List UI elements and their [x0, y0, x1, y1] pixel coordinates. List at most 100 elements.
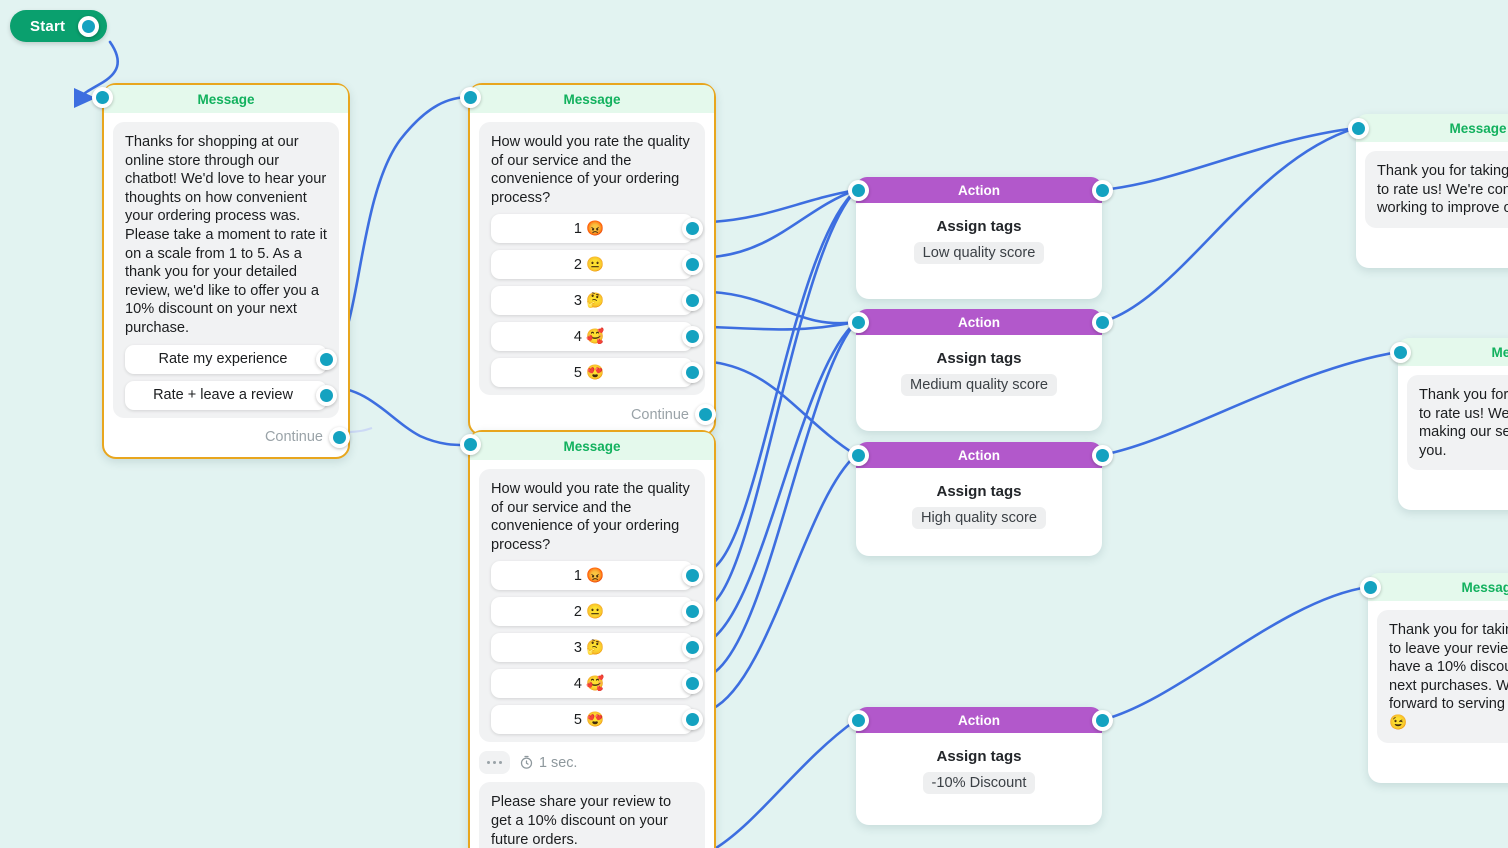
option-rate-leave-review[interactable]: Rate + leave a review: [125, 380, 337, 410]
continue-label: Continue: [630, 406, 689, 423]
reply-message-node-1-bubble: Thank you for taking the time to rate us…: [1365, 151, 1508, 228]
option-label: 4 🥰: [573, 328, 605, 345]
option-output-port[interactable]: [682, 709, 703, 731]
action-node-medium-quality[interactable]: Action Assign tags Medium quality score: [856, 309, 1102, 431]
option-output-port[interactable]: [682, 362, 703, 384]
start-label: Start: [30, 17, 66, 35]
action-node-high-quality[interactable]: Action Assign tags High quality score: [856, 442, 1102, 556]
option-output-port[interactable]: [682, 601, 703, 623]
message-node-2[interactable]: Message How would you rate the quality o…: [468, 83, 716, 437]
tag-chip: Low quality score: [913, 242, 1045, 264]
option-output-port[interactable]: [316, 384, 337, 406]
action-node-low-quality[interactable]: Action Assign tags Low quality score: [856, 177, 1102, 299]
option-rating-3[interactable]: 3 🤔: [491, 286, 703, 316]
delay-label-wrap: 1 sec.: [519, 755, 577, 771]
message-node-2-body: How would you rate the quality of our se…: [470, 113, 716, 434]
option-rating-4[interactable]: 4 🥰: [491, 669, 703, 699]
start-node[interactable]: Start: [10, 10, 108, 42]
reply-message-node-1-input-port[interactable]: [1348, 118, 1369, 139]
option-label: 1 😡: [573, 220, 605, 237]
option-rate-my-experience[interactable]: Rate my experience: [125, 344, 337, 374]
continue-output-port[interactable]: [695, 404, 716, 426]
action-node-body: Assign tags Medium quality score: [856, 335, 1102, 396]
message-node-1-bubble: Thanks for shopping at our online store …: [113, 122, 339, 418]
action-node-header: Action: [856, 309, 1102, 335]
message-node-2-text: How would you rate the quality of our se…: [491, 134, 690, 206]
option-rating-2[interactable]: 2 😐: [491, 597, 703, 627]
option-output-port[interactable]: [682, 565, 703, 587]
option-label: 3 🤔: [573, 292, 605, 309]
action-node-discount-output-port[interactable]: [1092, 710, 1113, 731]
action-title: Assign tags: [936, 350, 1022, 367]
action-title: Assign tags: [936, 218, 1022, 235]
message-node-1[interactable]: Message Thanks for shopping at our onlin…: [102, 83, 350, 459]
option-output-port[interactable]: [682, 326, 703, 348]
message-node-3-header: Message: [470, 432, 714, 460]
action-node-high-output-port[interactable]: [1092, 445, 1113, 466]
message-node-1-input-port[interactable]: [92, 87, 113, 108]
action-node-low-input-port[interactable]: [848, 180, 869, 201]
action-node-medium-input-port[interactable]: [848, 312, 869, 333]
reply-message-node-1[interactable]: Message Thank you for taking the time to…: [1356, 114, 1508, 268]
option-output-port[interactable]: [682, 290, 703, 312]
typing-dots-icon: [479, 751, 510, 775]
reply-message-node-3-header: Message: [1368, 573, 1508, 601]
action-node-body: Assign tags -10% Discount: [856, 733, 1102, 794]
reply-message-node-1-body: Thank you for taking the time to rate us…: [1356, 142, 1508, 268]
option-output-port[interactable]: [682, 218, 703, 240]
action-node-medium-output-port[interactable]: [1092, 312, 1113, 333]
reply-message-node-3[interactable]: Message Thank you for taking the time to…: [1368, 573, 1508, 783]
reply-message-node-2-body: Thank you for taking the time to rate us…: [1398, 366, 1508, 510]
option-label: 3 🤔: [573, 639, 605, 656]
message-node-3-text: How would you rate the quality of our se…: [491, 481, 690, 553]
message-node-1-continue[interactable]: Continue: [113, 418, 350, 457]
message-node-2-input-port[interactable]: [460, 87, 481, 108]
reply-message-node-2-bubble: Thank you for taking the time to rate us…: [1407, 375, 1508, 471]
option-rating-4[interactable]: 4 🥰: [491, 322, 703, 352]
reply-message-node-3-bubble: Thank you for taking the time to leave y…: [1377, 610, 1508, 743]
message-node-3-second-text: Please share your review to get a 10% di…: [491, 794, 672, 848]
option-label: 2 😐: [573, 256, 605, 273]
option-rating-1[interactable]: 1 😡: [491, 214, 703, 244]
option-output-port[interactable]: [682, 254, 703, 276]
message-node-3[interactable]: Message How would you rate the quality o…: [468, 430, 716, 848]
continue-output-port[interactable]: [329, 426, 350, 448]
message-node-3-second-bubble: Please share your review to get a 10% di…: [479, 782, 705, 848]
message-node-3-input-port[interactable]: [460, 434, 481, 455]
reply-message-node-3-body: Thank you for taking the time to leave y…: [1368, 601, 1508, 783]
reply-message-node-3-input-port[interactable]: [1360, 577, 1381, 598]
message-node-3-delay[interactable]: 1 sec.: [479, 742, 705, 782]
action-node-discount[interactable]: Action Assign tags -10% Discount: [856, 707, 1102, 825]
option-rating-1[interactable]: 1 😡: [491, 561, 703, 591]
option-rating-5[interactable]: 5 😍: [491, 358, 703, 388]
option-rating-5[interactable]: 5 😍: [491, 705, 703, 735]
option-label: 1 😡: [573, 567, 605, 584]
option-output-port[interactable]: [682, 673, 703, 695]
tag-chip: High quality score: [912, 507, 1046, 529]
option-output-port[interactable]: [682, 637, 703, 659]
message-node-3-bubble: How would you rate the quality of our se…: [479, 469, 705, 743]
option-output-port[interactable]: [316, 348, 337, 370]
option-rating-3[interactable]: 3 🤔: [491, 633, 703, 663]
reply-message-node-2[interactable]: Message Thank you for taking the time to…: [1398, 338, 1508, 511]
action-node-discount-input-port[interactable]: [848, 710, 869, 731]
reply-message-node-2-input-port[interactable]: [1390, 342, 1411, 363]
message-node-3-body: How would you rate the quality of our se…: [470, 460, 714, 848]
reply-message-node-3-text: Thank you for taking the time to leave y…: [1389, 622, 1508, 731]
message-node-2-continue[interactable]: Continue: [479, 395, 716, 434]
option-label: Rate + leave a review: [153, 386, 293, 403]
stopwatch-icon: [520, 756, 533, 770]
message-node-2-bubble: How would you rate the quality of our se…: [479, 122, 705, 396]
action-node-high-input-port[interactable]: [848, 445, 869, 466]
action-node-low-output-port[interactable]: [1092, 180, 1113, 201]
option-rating-2[interactable]: 2 😐: [491, 250, 703, 280]
delay-label: 1 sec.: [539, 754, 578, 771]
action-node-body: Assign tags Low quality score: [856, 203, 1102, 264]
reply-message-node-2-header: Message: [1398, 338, 1508, 366]
tag-chip: Medium quality score: [901, 374, 1057, 396]
message-node-1-body: Thanks for shopping at our online store …: [104, 113, 350, 457]
start-output-port[interactable]: [78, 15, 100, 37]
reply-message-node-1-text: Thank you for taking the time to rate us…: [1377, 163, 1508, 217]
reply-message-node-1-header: Message: [1356, 114, 1508, 142]
